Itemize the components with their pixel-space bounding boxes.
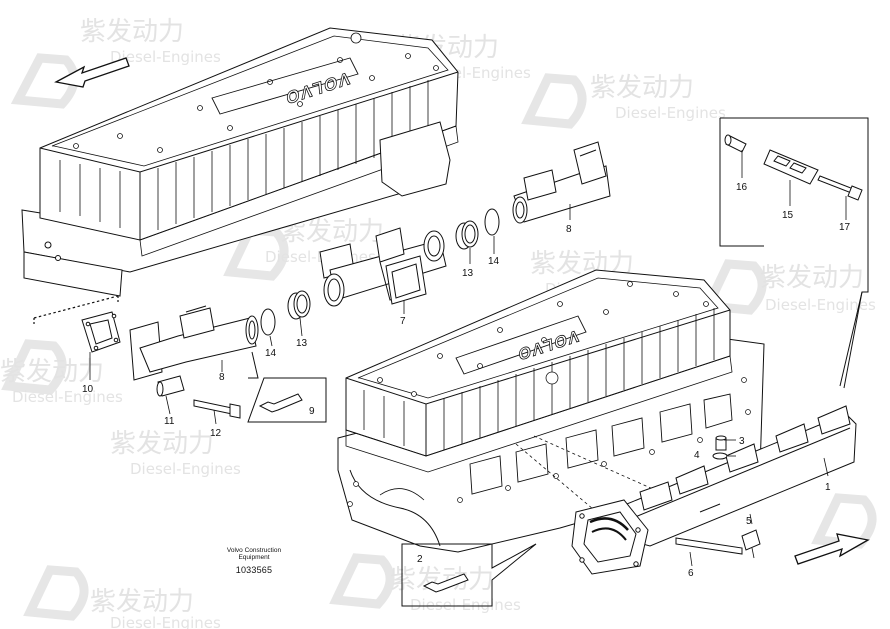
ring-part-14-right: [484, 208, 500, 236]
callout-11: 11: [164, 416, 175, 427]
callout-16: 16: [736, 182, 748, 193]
watermark-cn: 紫发动力: [0, 357, 104, 387]
callout-1: 1: [825, 482, 831, 493]
engine-top-left: VOLVO: [21, 27, 459, 326]
callout-14-right: 14: [488, 256, 500, 267]
sealant-tube-part-9-icon: [258, 393, 303, 413]
manifold-section-part-8-right: [512, 141, 611, 224]
stud-part-3: [715, 435, 727, 451]
watermark-cn: 紫发动力: [110, 429, 214, 459]
bolt-part-6: [675, 537, 743, 555]
watermark-en: Diesel-Engines: [110, 614, 221, 629]
callout-12: 12: [210, 428, 222, 439]
callout-9: 9: [309, 406, 315, 417]
ring-part-14-left: [260, 308, 276, 336]
callout-7: 7: [400, 316, 406, 327]
detail-box-15-16-17: [719, 117, 869, 389]
drawing-number: 1033565: [235, 565, 273, 575]
watermark-en: Diesel-Engines: [12, 388, 123, 406]
watermark-cn: 紫发动力: [590, 73, 694, 103]
watermark-cn: 紫发动力: [80, 17, 184, 47]
seal-sleeve-part-13-left: [287, 290, 311, 320]
callout-15: 15: [782, 210, 794, 221]
callout-3: 3: [739, 436, 745, 447]
rear-direction-arrow-icon: [794, 533, 870, 565]
manufacturer-line-1: Volvo Construction: [226, 547, 282, 554]
watermark-en: Diesel-Engines: [765, 296, 876, 314]
callout-4: 4: [694, 450, 700, 461]
washer-part-5: [741, 529, 761, 551]
gasket-part-15: [763, 149, 819, 185]
callout-5: 5: [746, 516, 752, 527]
watermark-en: Diesel-Engines: [110, 48, 221, 66]
leader-lines: [89, 150, 847, 567]
callout-13-right: 13: [462, 268, 474, 279]
head-exhaust-ports: [469, 393, 733, 495]
drawing-caption: Volvo Construction Equipment 1033565: [214, 547, 294, 577]
exhaust-manifold-part-1: [571, 405, 857, 575]
washer-part-4: [712, 452, 728, 460]
gasket-part-10: [81, 311, 121, 353]
seal-sleeve-part-13-right: [455, 220, 479, 250]
callout-14-left: 14: [265, 348, 277, 359]
valve-cover-bolts: [73, 32, 439, 153]
detail-box-2: [401, 543, 537, 607]
bolt-part-12: [193, 399, 241, 419]
watermark-en: Diesel-Engines: [410, 596, 521, 614]
callout-numbers: 1 2 3 4 5 6 7 8 8 9 10 11 12 13 13 14 14…: [82, 182, 851, 579]
valve-cover-ribs: [59, 80, 429, 230]
callout-8-right: 8: [566, 224, 572, 235]
callout-2: 2: [417, 554, 423, 565]
manifold-section-part-7: [319, 227, 447, 307]
callout-10: 10: [82, 384, 94, 395]
manifold-section-part-8-left: [129, 305, 259, 381]
manufacturer-line-2: Equipment: [238, 554, 270, 561]
front-direction-arrow-icon: [54, 57, 130, 88]
watermark-cn: 紫发动力: [90, 587, 194, 617]
sealant-tube-part-2-icon: [422, 573, 469, 593]
head-bolt-holes: [347, 377, 751, 507]
callout-13-left: 13: [296, 338, 308, 349]
watermark-en: Diesel-Engines: [615, 104, 726, 122]
valve-cover-ribs-lower: [363, 308, 715, 450]
sleeve-part-11: [156, 375, 185, 397]
callout-8-left: 8: [219, 372, 225, 383]
watermark-en: Diesel-Engines: [130, 460, 241, 478]
callout-6: 6: [688, 568, 694, 579]
sleeve-part-16: [724, 134, 747, 153]
valve-cover-bolts-lower: [377, 281, 709, 397]
bolt-part-17: [817, 175, 863, 201]
callout-17: 17: [839, 222, 851, 233]
detail-box-9: [247, 351, 327, 423]
watermark-cn: 紫发动力: [760, 263, 864, 293]
